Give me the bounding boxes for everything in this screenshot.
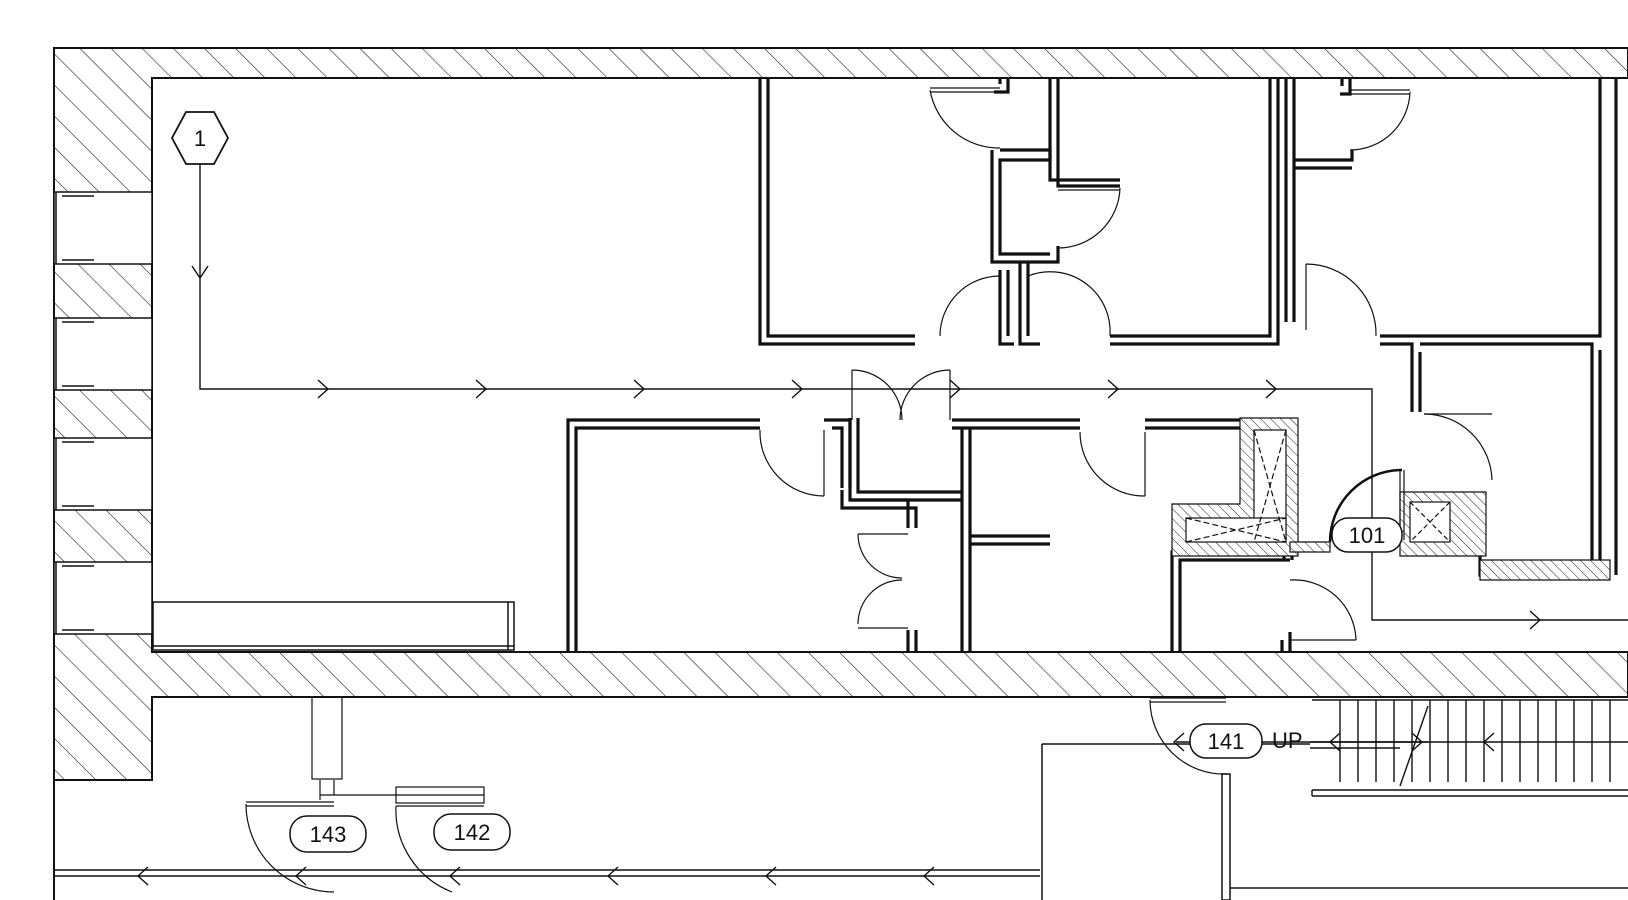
lower-corridor — [1041, 743, 1628, 900]
room-tag-label: 142 — [454, 820, 491, 845]
counter — [152, 601, 515, 651]
window — [53, 437, 153, 511]
window — [53, 317, 153, 391]
room-tag-101: 101 — [1331, 517, 1403, 553]
window — [53, 561, 153, 635]
mechanical-shafts — [1171, 417, 1611, 581]
room-tag-141: 141 — [1189, 723, 1263, 759]
interior-walls — [566, 78, 1618, 652]
room-tag-142: 142 — [433, 813, 511, 851]
window — [53, 191, 153, 265]
stair — [1310, 699, 1628, 797]
left-wall-windows — [53, 191, 153, 635]
room-tag-label: 143 — [310, 822, 347, 847]
section-marker-label: 1 — [194, 126, 206, 151]
room-tag-label: 141 — [1208, 729, 1245, 754]
doors — [245, 87, 1493, 893]
room-tag-label: 101 — [1349, 523, 1386, 548]
egress-path — [54, 138, 1628, 886]
exterior-wall-hatched — [53, 47, 1628, 781]
section-marker: 1 — [170, 111, 230, 165]
stair-direction-label: UP — [1272, 728, 1303, 753]
room-tag-143: 143 — [289, 815, 367, 853]
exterior-walls — [53, 47, 1628, 900]
